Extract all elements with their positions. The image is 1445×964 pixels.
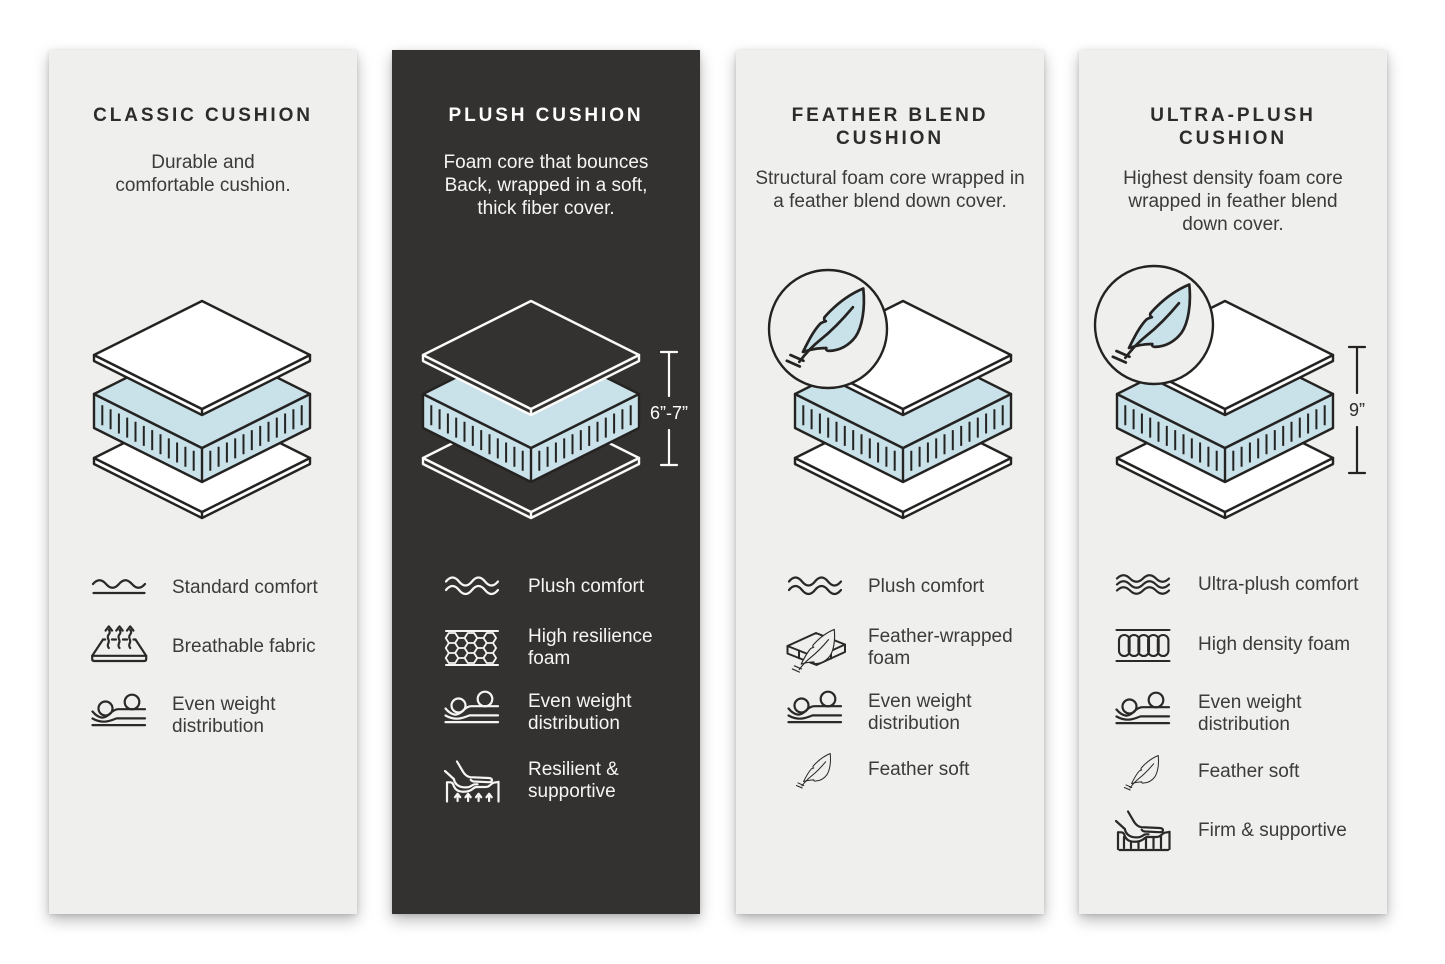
feature-label: Even weight distribution [1198, 692, 1302, 735]
feature-label: Plush comfort [528, 576, 645, 597]
resilient-supportive-icon [444, 758, 500, 804]
breathable-fabric-icon [91, 625, 148, 663]
even-weight-icon [1115, 691, 1171, 725]
feature-label: Feather soft [1198, 761, 1300, 782]
layered-cushion-diagram [421, 299, 641, 520]
honeycomb-icon [444, 629, 500, 667]
wave-double-icon [787, 576, 843, 596]
panel-ultra-plush-cushion: ULTRA-PLUSH CUSHION Highest density foam… [1079, 50, 1387, 914]
layered-cushion-diagram [92, 299, 312, 520]
panel-title: FEATHER BLEND CUSHION [791, 105, 989, 149]
feature-label: Firm & supportive [1198, 820, 1347, 841]
high-density-foam-icon [1115, 628, 1171, 663]
wave-single-icon [91, 579, 147, 595]
dimension-label: 6”-7” [650, 403, 688, 423]
feature-label: Feather-wrapped foam [868, 626, 1013, 669]
feature-label: High resilience foam [528, 626, 653, 669]
even-weight-icon [91, 693, 147, 727]
panel-title: ULTRA-PLUSH CUSHION [1150, 105, 1316, 149]
feature-label: Resilient & supportive [528, 759, 619, 802]
panel-title: PLUSH CUSHION [448, 105, 644, 126]
feather-badge [1091, 262, 1217, 388]
feature-label: Breathable fabric [172, 636, 316, 657]
feather-icon [1115, 749, 1171, 795]
wave-triple-icon [1115, 574, 1171, 595]
panel-description: Highest density foam core wrapped in fea… [1123, 167, 1343, 235]
feature-label: Even weight distribution [868, 691, 972, 734]
feather-wrapped-foam-icon [787, 625, 843, 671]
feature-label: Standard comfort [172, 577, 318, 598]
firm-supportive-icon [1115, 808, 1171, 854]
height-dimension-marker: 9” [1347, 345, 1367, 475]
feature-label: Plush comfort [868, 576, 985, 597]
wave-double-icon [444, 576, 500, 596]
panel-plush-cushion: PLUSH CUSHION Foam core that bounces Bac… [392, 50, 700, 914]
even-weight-icon [444, 690, 500, 724]
panel-title: CLASSIC CUSHION [93, 105, 313, 126]
panel-description: Durable and comfortable cushion. [115, 151, 291, 196]
panel-description: Foam core that bounces Back, wrapped in … [443, 151, 649, 219]
feather-icon [787, 747, 843, 793]
feature-label: Ultra-plush comfort [1198, 574, 1359, 595]
panel-description: Structural foam core wrapped in a feathe… [755, 167, 1025, 212]
height-dimension-marker: 6”-7” [650, 350, 688, 467]
even-weight-icon [787, 690, 843, 724]
dimension-label: 9” [1349, 400, 1365, 420]
panel-feather-blend-cushion: FEATHER BLEND CUSHION Structural foam co… [736, 50, 1044, 914]
panel-classic-cushion: CLASSIC CUSHION Durable and comfortable … [49, 50, 357, 914]
feature-label: High density foam [1198, 634, 1351, 655]
feature-label: Even weight distribution [172, 694, 276, 737]
feature-label: Feather soft [868, 759, 970, 780]
feature-label: Even weight distribution [528, 691, 632, 734]
feather-badge [765, 266, 891, 392]
